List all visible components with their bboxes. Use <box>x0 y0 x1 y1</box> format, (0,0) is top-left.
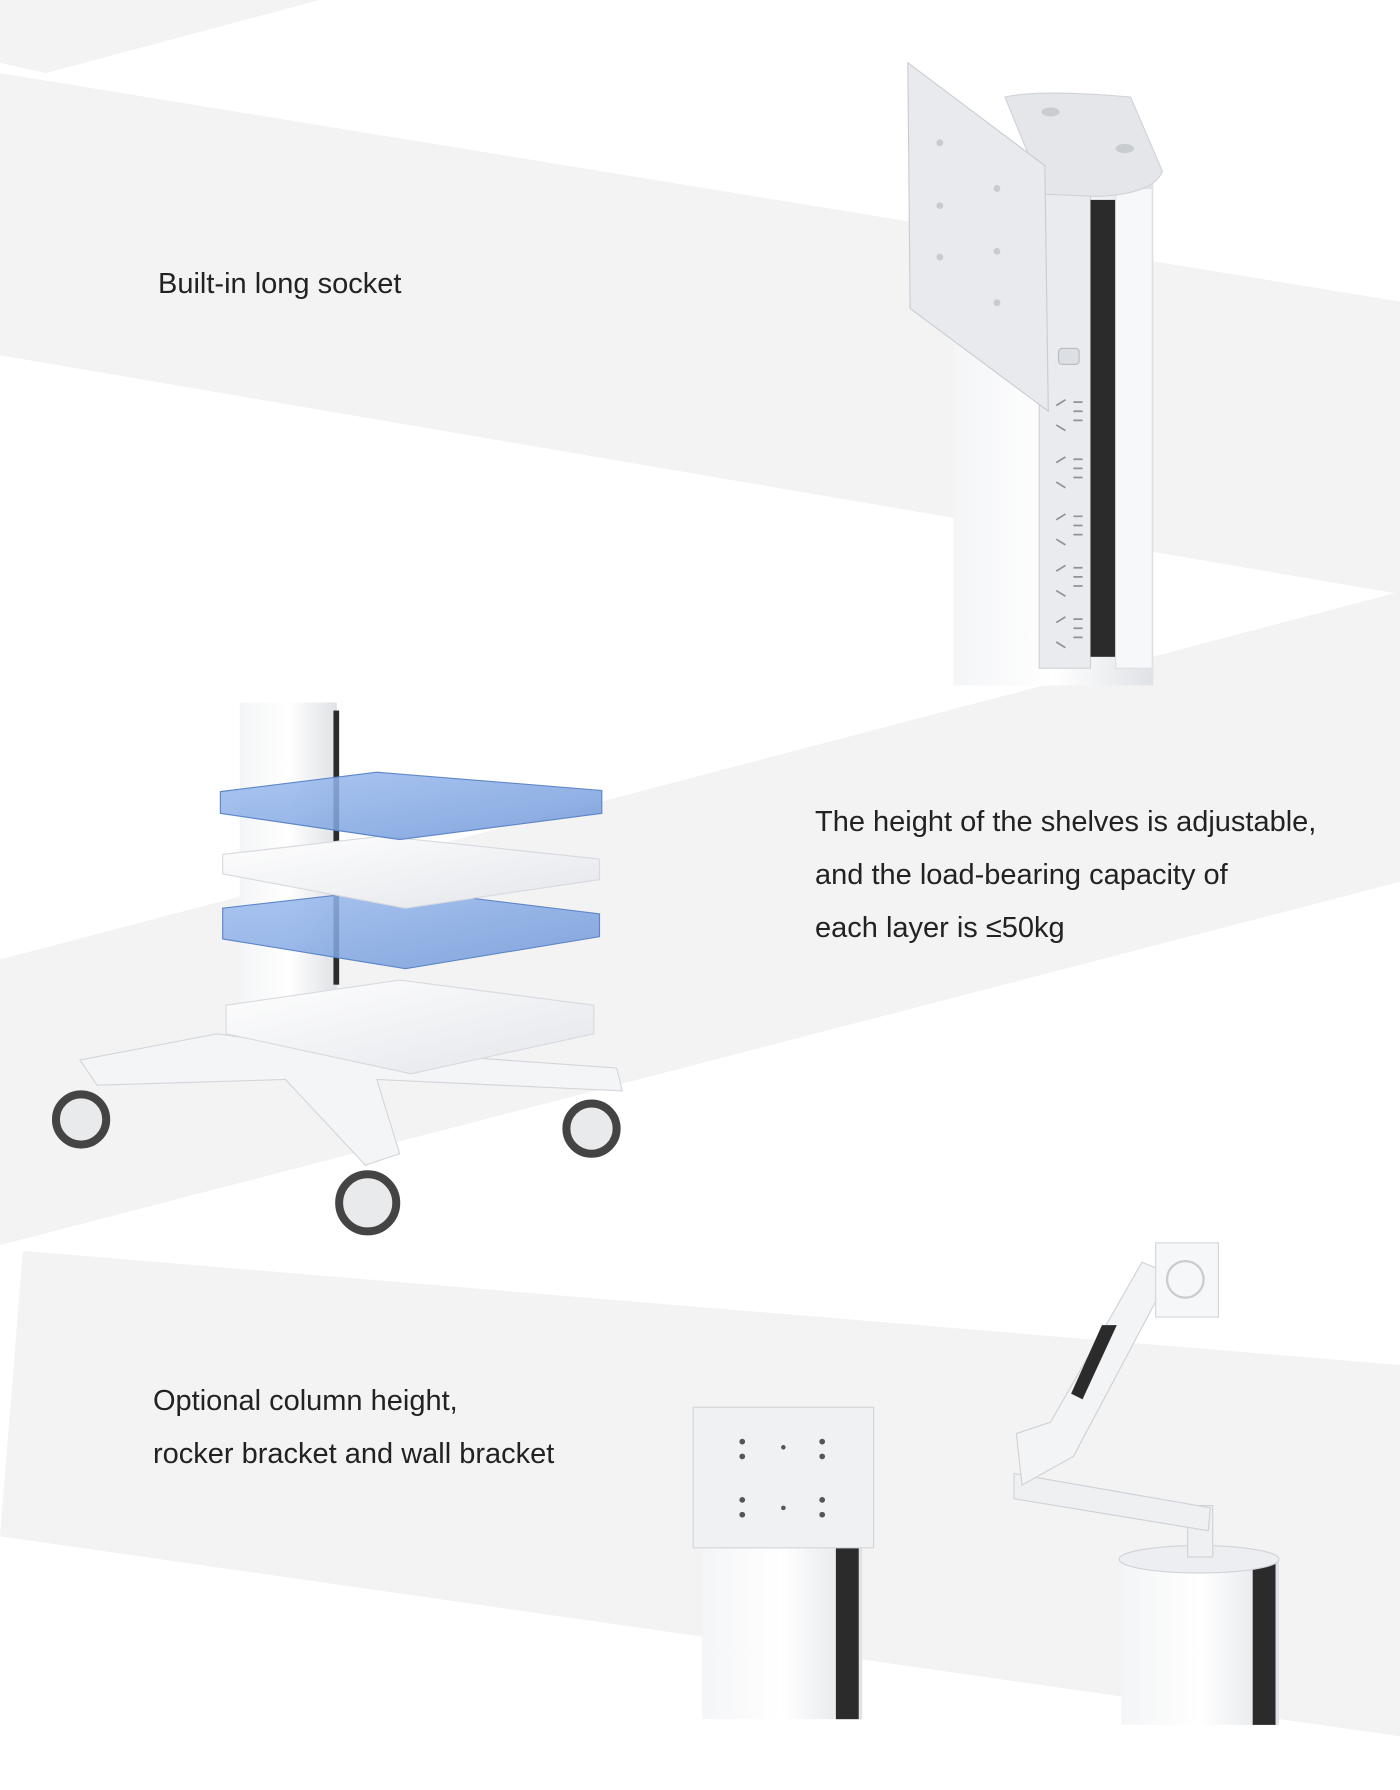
caption-line: Optional column height, <box>153 1385 458 1417</box>
caption-line: rocker bracket and wall bracket <box>153 1438 555 1470</box>
caster-wheels <box>51 1090 621 1236</box>
trolley-with-shelves-illustration <box>51 702 624 1236</box>
column-with-socket-illustration <box>907 61 1164 686</box>
caption-optional-brackets: Optional column height, rocker bracket a… <box>153 1375 554 1481</box>
caption-line: The height of the shelves is adjustable, <box>815 806 1317 838</box>
caption-line: and the load-bearing capacity of <box>815 859 1228 891</box>
caption-line: Built-in long socket <box>158 268 402 300</box>
caption-line: each layer is ≤50kg <box>815 912 1065 944</box>
bracket-options-illustration <box>692 1242 1280 1725</box>
caption-built-in-socket: Built-in long socket <box>158 258 401 311</box>
caption-adjustable-shelves: The height of the shelves is adjustable,… <box>815 796 1316 955</box>
